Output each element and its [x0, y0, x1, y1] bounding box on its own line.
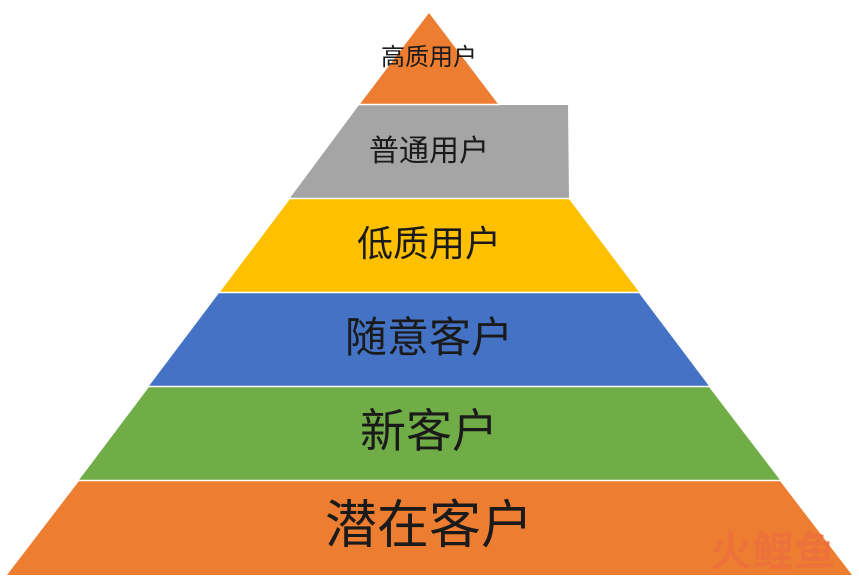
tier-1-shape	[360, 13, 498, 104]
tier-1-label: 高质用户	[381, 43, 477, 71]
tier-separators	[78, 103, 781, 482]
tier-3-shape	[220, 199, 639, 292]
tier-5-label: 新客户	[360, 404, 498, 458]
tier-5-shape	[79, 387, 780, 480]
tier-6-label: 潜在客户	[325, 496, 533, 556]
watermark-logo: 火鲤鱼	[711, 529, 837, 575]
tier-6-shape	[7, 481, 852, 575]
tier-3-label: 低质用户	[357, 224, 501, 265]
tier-2-shape	[290, 105, 569, 198]
tier-4-label: 随意客户	[345, 313, 513, 362]
tier-4-shape	[149, 293, 709, 386]
tier-2-label: 普通用户	[369, 134, 489, 169]
